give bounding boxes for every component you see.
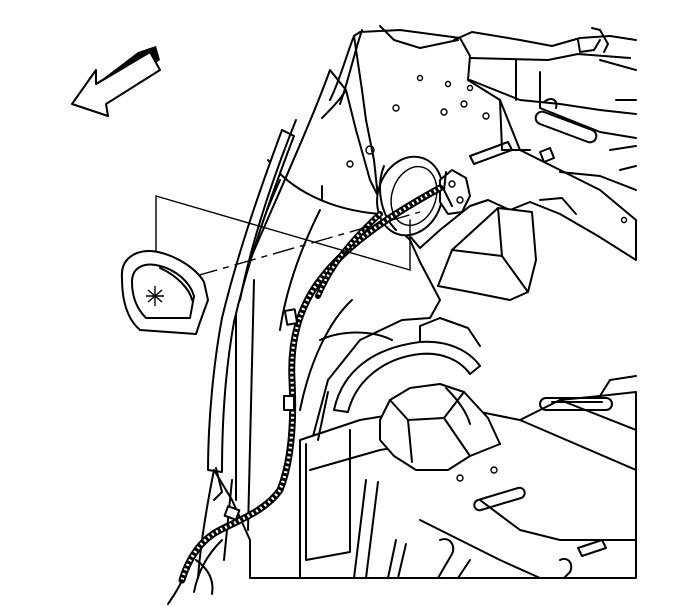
quarter-panel-flange [197, 119, 297, 579]
direction-arrow [71, 46, 161, 117]
grommet-icon [120, 250, 209, 335]
wiring-harness [167, 184, 444, 605]
jack-mount [305, 317, 501, 561]
arrow-icon [71, 46, 161, 117]
grommet-callout [120, 250, 209, 335]
connector-bracket [439, 169, 471, 215]
wheelhouse-panel [213, 29, 441, 579]
